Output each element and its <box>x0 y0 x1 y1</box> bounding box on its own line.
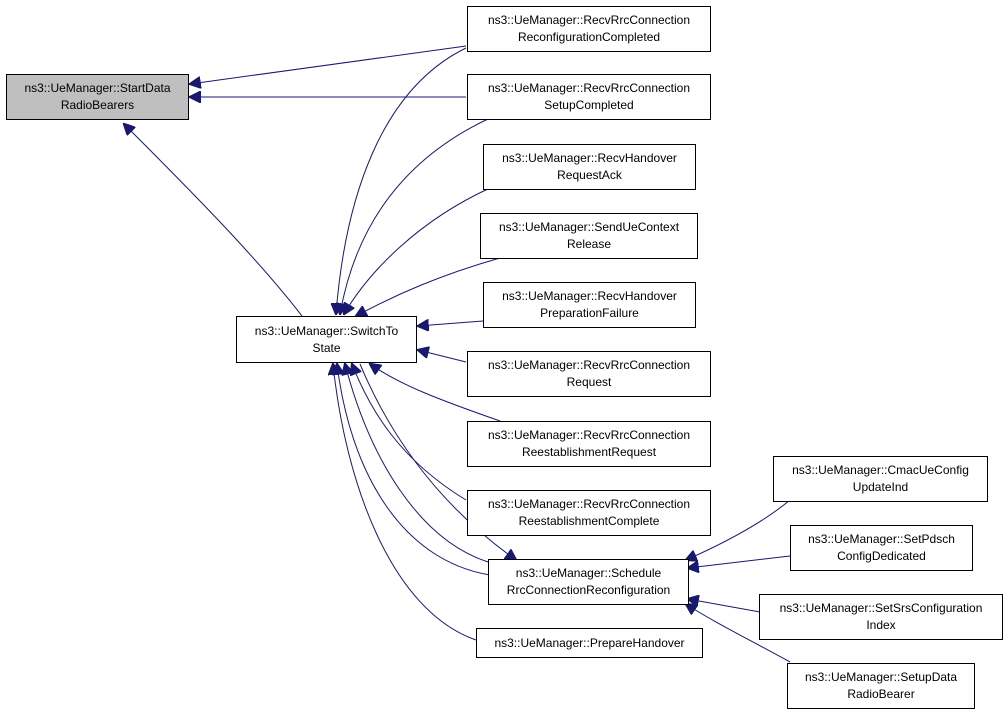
node-label-line1: ns3::UeManager::SendUeContext <box>498 220 680 234</box>
node-recv-rrc-conn-reconf-completed[interactable]: ns3::UeManager::RecvRrcConnection Reconf… <box>467 6 711 52</box>
node-label-line2: ConfigDedicated <box>837 549 926 563</box>
node-label-line2: RadioBearers <box>60 98 135 112</box>
node-recv-rrc-conn-reestablishment-request[interactable]: ns3::UeManager::RecvRrcConnection Reesta… <box>467 421 711 467</box>
node-recv-rrc-conn-reestablishment-complete[interactable]: ns3::UeManager::RecvRrcConnection Reesta… <box>467 490 711 536</box>
node-label-line1: ns3::UeManager::RecvRrcConnection <box>487 497 691 511</box>
edge-reestreq-to-switchtostate <box>370 364 501 422</box>
edge-reconfcompleted-to-startdata <box>190 45 467 84</box>
node-label-line2: ReestablishmentComplete <box>518 514 660 528</box>
edge-handoverack-to-switchtostate <box>344 187 491 314</box>
edge-switchtostate-to-schedule <box>359 363 516 560</box>
node-label-line1: ns3::UeManager::SetSrsConfiguration <box>779 601 983 615</box>
node-recv-rrc-conn-setup-completed[interactable]: ns3::UeManager::RecvRrcConnection SetupC… <box>467 74 711 120</box>
node-label-line2: SetupCompleted <box>544 98 634 112</box>
edge-reconfcompleted-to-switchtostate <box>336 47 467 314</box>
edge-setpdsch-to-schedule <box>688 555 791 568</box>
node-label-line1: ns3::UeManager::PrepareHandover <box>494 635 685 650</box>
edge-schedule-to-switchtostate-1 <box>345 364 489 563</box>
edge-cmac-to-schedule <box>686 499 791 560</box>
node-start-data-radio-bearers[interactable]: ns3::UeManager::StartData RadioBearers <box>6 74 189 120</box>
node-setup-data-radio-bearer[interactable]: ns3::UeManager::SetupData RadioBearer <box>787 663 975 709</box>
node-label-line1: ns3::UeManager::RecvHandover <box>502 151 677 165</box>
node-label-line1: ns3::UeManager::RecvRrcConnection <box>487 13 691 27</box>
node-label-line2: ReconfigurationCompleted <box>517 30 661 44</box>
edge-switchtostate-to-startdata <box>124 124 306 321</box>
node-label-line2: ReestablishmentRequest <box>521 445 657 459</box>
node-recv-handover-preparation-failure[interactable]: ns3::UeManager::RecvHandover Preparation… <box>483 282 696 328</box>
node-schedule-rrc-conn-reconfiguration[interactable]: ns3::UeManager::Schedule RrcConnectionRe… <box>488 559 689 605</box>
edge-setupdata-to-schedule <box>686 604 791 663</box>
node-cmac-ue-config-update-ind[interactable]: ns3::UeManager::CmacUeConfig UpdateInd <box>773 456 988 502</box>
edge-reestcomplete-to-switchtostate <box>352 364 467 501</box>
node-label-line2: RadioBearer <box>847 687 915 701</box>
edge-preparehandover-to-switchtostate <box>333 364 477 641</box>
node-label-line1: ns3::UeManager::RecvRrcConnection <box>487 81 691 95</box>
node-label-line1: ns3::UeManager::Schedule <box>515 566 662 580</box>
node-label-line1: ns3::UeManager::CmacUeConfig <box>792 463 969 477</box>
node-label-line2: Request <box>566 375 612 389</box>
node-label-line1: ns3::UeManager::StartData <box>24 81 171 95</box>
edge-connrequest-to-switchtostate <box>418 350 467 363</box>
edge-setsrs-to-schedule <box>688 599 761 613</box>
node-recv-rrc-conn-request[interactable]: ns3::UeManager::RecvRrcConnection Reques… <box>467 351 711 397</box>
node-label-line1: ns3::UeManager::RecvRrcConnection <box>487 358 691 372</box>
node-switch-to-state[interactable]: ns3::UeManager::SwitchTo State <box>236 316 417 363</box>
edge-schedule-to-switchtostate-2 <box>337 364 491 576</box>
node-label-line2: Index <box>866 618 896 632</box>
node-label-line1: ns3::UeManager::SwitchTo <box>254 323 399 338</box>
node-set-srs-configuration-index[interactable]: ns3::UeManager::SetSrsConfiguration Inde… <box>759 594 1003 640</box>
node-send-ue-context-release[interactable]: ns3::UeManager::SendUeContext Release <box>480 213 698 259</box>
node-label-line2: UpdateInd <box>852 480 909 494</box>
edge-uecontext-to-switchtostate <box>356 257 501 316</box>
node-label-line1: ns3::UeManager::SetupData <box>804 670 958 684</box>
node-set-pdsch-config-dedicated[interactable]: ns3::UeManager::SetPdsch ConfigDedicated <box>790 525 973 571</box>
node-label-line1: ns3::UeManager::SetPdsch <box>808 532 955 546</box>
node-label-line2: Release <box>566 237 612 251</box>
edge-prepfailure-to-switchtostate <box>418 321 484 326</box>
node-label-line1: ns3::UeManager::RecvRrcConnection <box>487 428 691 442</box>
node-label-line2: State <box>312 340 341 355</box>
node-label-line1: ns3::UeManager::RecvHandover <box>502 289 677 303</box>
node-label-line2: PreparationFailure <box>540 306 639 320</box>
node-recv-handover-request-ack[interactable]: ns3::UeManager::RecvHandover RequestAck <box>483 144 696 190</box>
node-prepare-handover[interactable]: ns3::UeManager::PrepareHandover <box>476 628 703 658</box>
edge-setupcompleted-to-switchtostate <box>340 117 491 314</box>
node-label-line2: RrcConnectionReconfiguration <box>506 583 671 597</box>
node-label-line2: RequestAck <box>557 168 622 182</box>
